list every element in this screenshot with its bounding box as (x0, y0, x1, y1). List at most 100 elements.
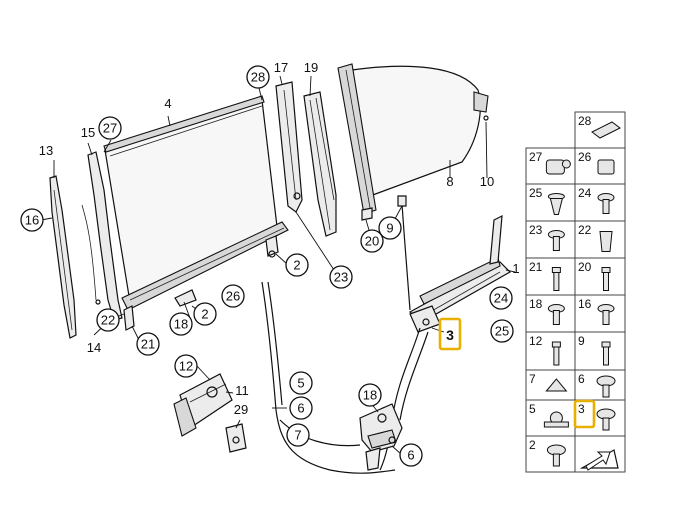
callout-label: 18 (363, 388, 377, 403)
part-number-label-19: 19 (304, 60, 318, 75)
grid-cell-label: 20 (578, 260, 592, 274)
flat-screw-icon (547, 230, 565, 251)
grid-cell-label: 6 (578, 372, 585, 386)
grid-cell-label: 12 (529, 334, 543, 348)
callout-circle (136, 332, 160, 356)
bracket-nut-icon (545, 378, 568, 392)
callout-24: 24 (489, 286, 513, 310)
callout-label: 6 (407, 448, 414, 463)
grid-cell: 22 (574, 220, 626, 259)
grid-cell-label: 27 (529, 150, 543, 164)
grid-cell: 6 (574, 369, 626, 401)
cap-icon (597, 159, 615, 175)
grid-cell-label: 28 (578, 114, 592, 128)
callout-label: 24 (494, 291, 508, 306)
callout-2: 2 (193, 302, 217, 326)
callout-label: 2 (293, 258, 300, 273)
grid-cell-border (525, 220, 576, 259)
callout-16: 16 (20, 208, 44, 232)
grid-cell-border (574, 294, 626, 333)
clip-block-icon (591, 121, 621, 139)
callout-label: 5 (297, 376, 304, 391)
callout-circle (289, 396, 313, 420)
screw-icon (597, 193, 615, 214)
flange-screw-icon (596, 375, 616, 398)
callout-label: 2 (201, 307, 208, 322)
callout-23: 23 (329, 265, 353, 289)
grid-cell: 16 (574, 294, 626, 333)
callout-18: 18 (358, 383, 382, 407)
pillar-trim-part (275, 81, 303, 213)
grid-cell: 25 (525, 183, 576, 222)
grid-cell-label: 5 (529, 402, 536, 416)
callout-7: 7 (286, 423, 310, 447)
grid-cell: 20 (574, 257, 626, 296)
grid-cell-border (574, 257, 626, 296)
callout-circle (399, 443, 423, 467)
grid-cell-label: 23 (529, 223, 543, 237)
grid-cell: 18 (525, 294, 576, 333)
callout-25: 25 (490, 319, 514, 343)
grid-cell: 23 (525, 220, 576, 259)
bolt-icon (551, 267, 561, 291)
callout-6: 6 (289, 396, 313, 420)
grid-cell: 24 (574, 183, 626, 222)
part-number-label-13: 13 (39, 143, 53, 158)
callout-label: 22 (101, 313, 115, 328)
part-number-label-15: 15 (81, 125, 95, 140)
connector-bracket-part (225, 423, 247, 453)
grid-cell-border (574, 331, 626, 371)
grid-cell-label: 18 (529, 297, 543, 311)
callout-circle (174, 354, 198, 378)
quarter-glass-part (351, 65, 481, 197)
grid-cell-label: 9 (578, 334, 585, 348)
grid-cell: 9 (574, 331, 626, 371)
grid-cell: 27 (525, 147, 576, 185)
grid-cell (574, 435, 626, 473)
glass-bottom-rail (121, 221, 289, 311)
callout-circle (378, 216, 402, 240)
callout-circle (285, 253, 309, 277)
part-number-label-10: 10 (480, 174, 494, 189)
callout-6: 6 (399, 443, 423, 467)
callout-9: 9 (378, 216, 402, 240)
flange-screw-icon (546, 444, 566, 467)
grid-cell: 28 (574, 111, 626, 149)
callout-circle (329, 265, 353, 289)
grid-cell: 2 (525, 435, 576, 473)
callout-circle (490, 319, 514, 343)
part-number-label-17: 17 (274, 60, 288, 75)
callout-label: 6 (297, 401, 304, 416)
callout-circle (246, 65, 270, 89)
callout-label: 26 (226, 289, 240, 304)
expanding-rivet-icon (547, 193, 565, 215)
callout-circle (360, 229, 384, 253)
callout-label: 20 (365, 234, 379, 249)
callout-circle (169, 312, 193, 336)
callout-2: 2 (285, 253, 309, 277)
screw-icon (597, 304, 615, 325)
collar-screw-icon (547, 304, 565, 325)
highlight-box-diagram (438, 317, 462, 351)
grid-cell: 5 (525, 399, 576, 437)
callout-label: 18 (174, 317, 188, 332)
callout-12: 12 (174, 354, 198, 378)
clip-nut-icon (599, 231, 613, 252)
callout-22: 22 (96, 308, 120, 332)
callout-label: 28 (251, 70, 265, 85)
bolt-icon (551, 341, 561, 366)
highlighted-part-label: 3 (446, 327, 454, 343)
grid-cell-label: 7 (529, 372, 536, 386)
grid-cell-label: 16 (578, 297, 592, 311)
callout-circle (286, 423, 310, 447)
grid-cell: 21 (525, 257, 576, 296)
callout-circle (96, 308, 120, 332)
callout-label: 7 (294, 428, 301, 443)
part-number-label-14: 14 (87, 340, 101, 355)
callout-18: 18 (169, 312, 193, 336)
part-number-label-1: 1 (512, 261, 519, 276)
grid-cell-border (574, 220, 626, 259)
part-number-label-8: 8 (446, 174, 453, 189)
